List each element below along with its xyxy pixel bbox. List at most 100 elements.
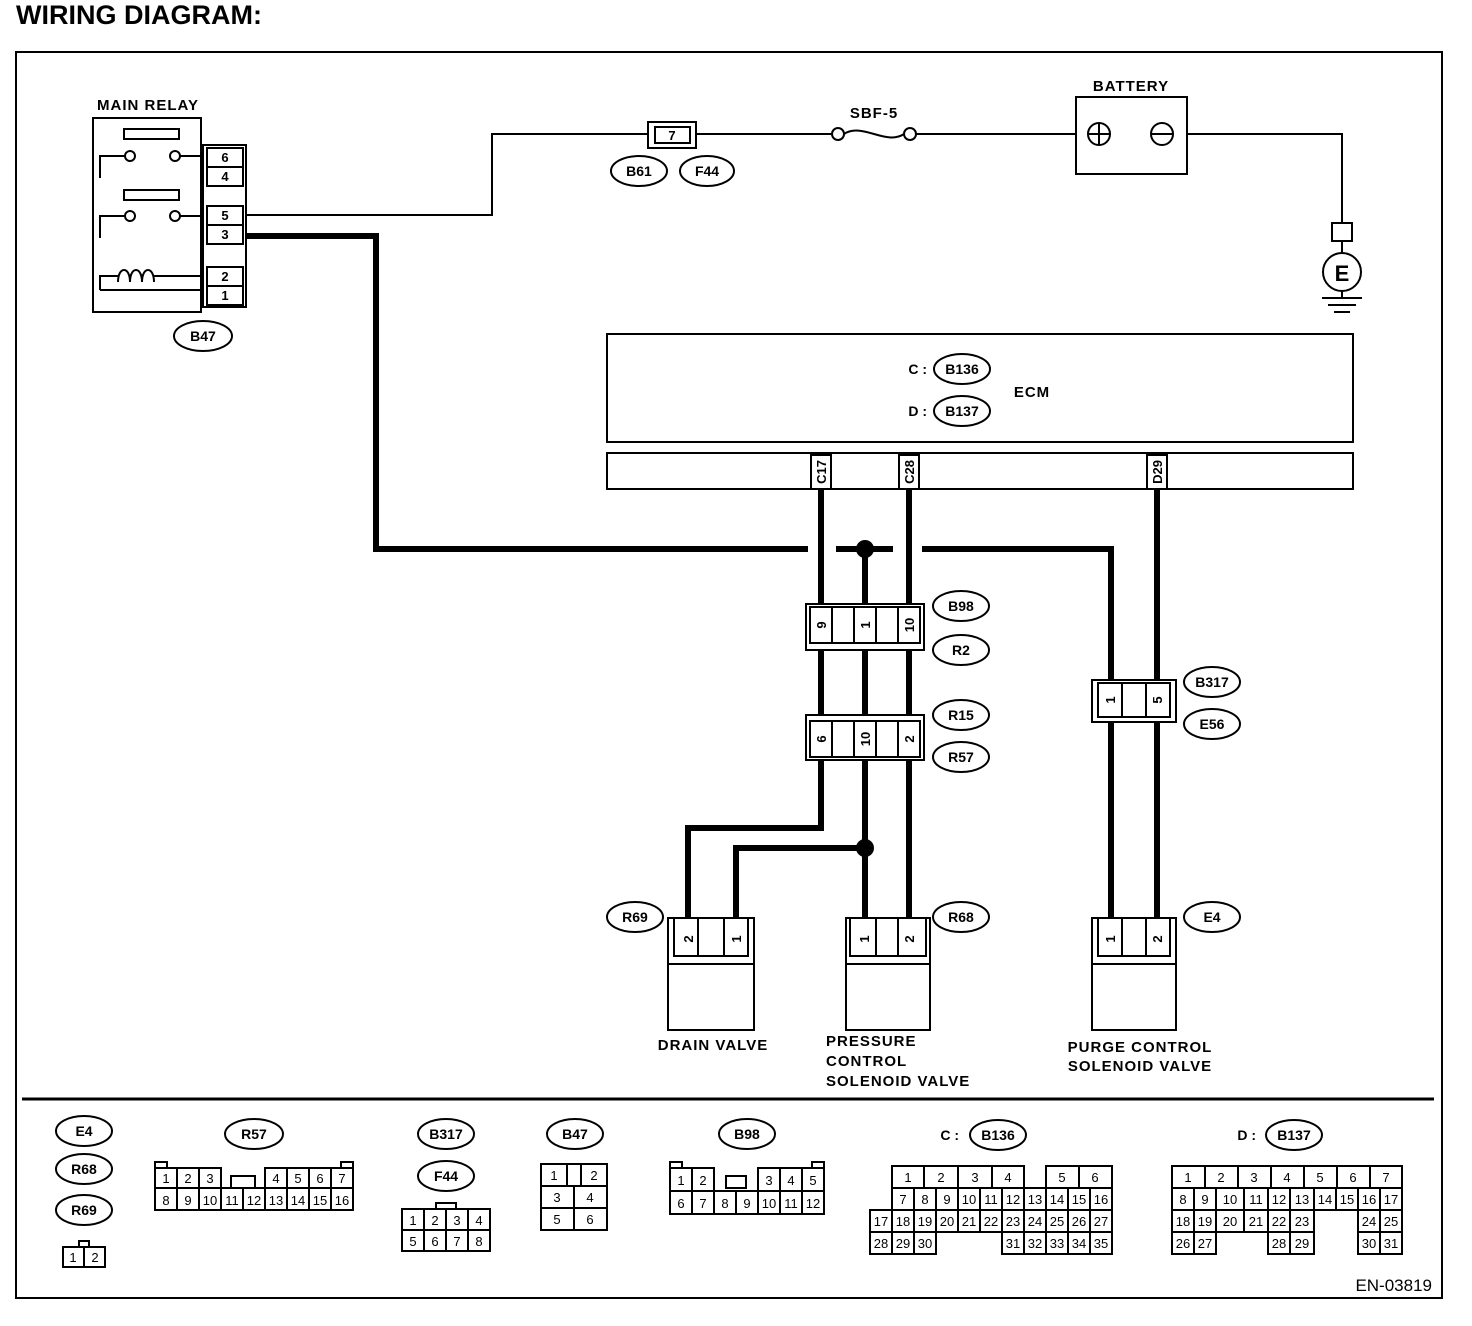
svg-text:B136: B136 bbox=[981, 1127, 1015, 1143]
svg-text:R68: R68 bbox=[948, 909, 974, 925]
svg-text:23: 23 bbox=[1295, 1214, 1309, 1229]
svg-text:6: 6 bbox=[1091, 1170, 1098, 1185]
svg-text:27: 27 bbox=[1094, 1214, 1108, 1229]
ecm-box bbox=[606, 333, 1354, 443]
svg-text:3: 3 bbox=[206, 1171, 213, 1186]
svg-text:4: 4 bbox=[1283, 1170, 1290, 1185]
r15-pin: 10 bbox=[858, 732, 873, 746]
svg-text:11: 11 bbox=[225, 1193, 239, 1208]
wire-splice-to-drain1 bbox=[733, 845, 865, 918]
relay-switch-2 bbox=[99, 189, 201, 238]
connector-b98-r2: 9 1 10 bbox=[805, 603, 925, 651]
svg-text:8: 8 bbox=[475, 1234, 482, 1249]
svg-text:12: 12 bbox=[247, 1193, 261, 1208]
relay-switch-1 bbox=[99, 128, 201, 178]
svg-text:7: 7 bbox=[899, 1192, 906, 1207]
svg-text:30: 30 bbox=[1362, 1236, 1376, 1251]
svg-text:3: 3 bbox=[453, 1213, 460, 1228]
connector-tag-r2: R2 bbox=[932, 634, 990, 666]
main-relay-label: MAIN RELAY bbox=[97, 97, 199, 114]
connector-tag-b98: B98 bbox=[932, 590, 990, 622]
svg-text:20: 20 bbox=[940, 1214, 954, 1229]
svg-text:B317: B317 bbox=[429, 1126, 463, 1142]
legend-b47: B47 1 2 3 4 5 6 bbox=[540, 1118, 608, 1231]
svg-text:5: 5 bbox=[553, 1212, 560, 1227]
ecm-pin-d29: D29 bbox=[1150, 460, 1165, 484]
svg-text:4: 4 bbox=[787, 1173, 794, 1188]
svg-text:21: 21 bbox=[962, 1214, 976, 1229]
wire-power-to-purge bbox=[922, 546, 1114, 680]
svg-text:7: 7 bbox=[668, 128, 675, 143]
relay-coil bbox=[99, 269, 201, 291]
r68-pin: 2 bbox=[902, 935, 917, 942]
svg-text:R69: R69 bbox=[71, 1202, 97, 1218]
svg-text:4: 4 bbox=[586, 1190, 593, 1205]
svg-text:25: 25 bbox=[1384, 1214, 1398, 1229]
svg-text:17: 17 bbox=[1384, 1192, 1398, 1207]
svg-text:5: 5 bbox=[409, 1234, 416, 1249]
svg-text:2: 2 bbox=[699, 1173, 706, 1188]
drain-valve-label: DRAIN VALVE bbox=[658, 1037, 768, 1054]
svg-text:23: 23 bbox=[1006, 1214, 1020, 1229]
b98-pin: 9 bbox=[814, 621, 829, 628]
svg-text:13: 13 bbox=[1295, 1192, 1309, 1207]
svg-text:F44: F44 bbox=[695, 163, 719, 179]
legend-b317-f44: B317 F44 1 2 3 4 5 6 7 8 bbox=[401, 1118, 491, 1252]
battery-symbol: BATTERY bbox=[1075, 78, 1188, 175]
svg-text:3: 3 bbox=[971, 1170, 978, 1185]
purge-control-valve: 1 2 bbox=[1091, 917, 1177, 1031]
svg-text:18: 18 bbox=[896, 1214, 910, 1229]
svg-text:R57: R57 bbox=[948, 749, 974, 765]
ecm-c-prefix: C : bbox=[908, 361, 927, 377]
ecm-pin-c28: C28 bbox=[902, 460, 917, 484]
svg-text:8: 8 bbox=[1179, 1192, 1186, 1207]
svg-text:2: 2 bbox=[431, 1213, 438, 1228]
svg-text:B137: B137 bbox=[1277, 1127, 1311, 1143]
connector-tag-b317: B317 bbox=[1183, 666, 1241, 698]
svg-text:4: 4 bbox=[272, 1171, 279, 1186]
svg-text:8: 8 bbox=[162, 1193, 169, 1208]
pressure-valve-label-2: CONTROL bbox=[826, 1053, 907, 1070]
wire-relay5-to-fuse bbox=[246, 133, 648, 216]
svg-text:B47: B47 bbox=[190, 328, 216, 344]
svg-text:B317: B317 bbox=[1195, 674, 1229, 690]
svg-text:7: 7 bbox=[453, 1234, 460, 1249]
pressure-valve-label-3: SOLENOID VALVE bbox=[826, 1073, 970, 1090]
connector-tag-b61: B61 bbox=[610, 155, 668, 187]
svg-text:5: 5 bbox=[294, 1171, 301, 1186]
svg-text:3: 3 bbox=[553, 1190, 560, 1205]
svg-text:32: 32 bbox=[1028, 1236, 1042, 1251]
svg-text:22: 22 bbox=[1272, 1214, 1286, 1229]
svg-text:28: 28 bbox=[874, 1236, 888, 1251]
svg-text:6: 6 bbox=[1349, 1170, 1356, 1185]
svg-text:5: 5 bbox=[1316, 1170, 1323, 1185]
connector-tag-r57: R57 bbox=[932, 741, 990, 773]
e4-pin: 1 bbox=[1103, 935, 1118, 942]
svg-text:6: 6 bbox=[586, 1212, 593, 1227]
r69-pin: 2 bbox=[681, 935, 696, 942]
svg-text:15: 15 bbox=[313, 1193, 327, 1208]
purge-valve-label-2: SOLENOID VALVE bbox=[1068, 1058, 1212, 1075]
ecm-pins: C17 C28 D29 bbox=[810, 454, 1168, 490]
wire-relay3-power bbox=[246, 233, 808, 552]
svg-text:17: 17 bbox=[874, 1214, 888, 1229]
svg-text:1: 1 bbox=[677, 1173, 684, 1188]
svg-text:1: 1 bbox=[904, 1170, 911, 1185]
svg-text:25: 25 bbox=[1050, 1214, 1064, 1229]
svg-text:27: 27 bbox=[1198, 1236, 1212, 1251]
e4-pin: 2 bbox=[1150, 935, 1165, 942]
connector-tag-f44: F44 bbox=[679, 155, 735, 187]
svg-text:B136: B136 bbox=[945, 361, 979, 377]
svg-text:9: 9 bbox=[184, 1193, 191, 1208]
ecm-d-prefix: D : bbox=[908, 403, 927, 419]
svg-text:2: 2 bbox=[91, 1250, 98, 1265]
relay-pin: 5 bbox=[221, 208, 228, 223]
ground-symbol: E bbox=[1322, 222, 1362, 313]
connector-tag-e4: E4 bbox=[1183, 901, 1241, 933]
ecm-terminal-strip bbox=[606, 452, 1354, 490]
svg-text:24: 24 bbox=[1028, 1214, 1042, 1229]
svg-text:11: 11 bbox=[1249, 1192, 1263, 1207]
svg-text:19: 19 bbox=[918, 1214, 932, 1229]
legend-b136: C : B136 1 2 3 4 5 6 7 8 9 10 11 12 13 1… bbox=[869, 1119, 1113, 1255]
svg-text:B98: B98 bbox=[948, 598, 974, 614]
